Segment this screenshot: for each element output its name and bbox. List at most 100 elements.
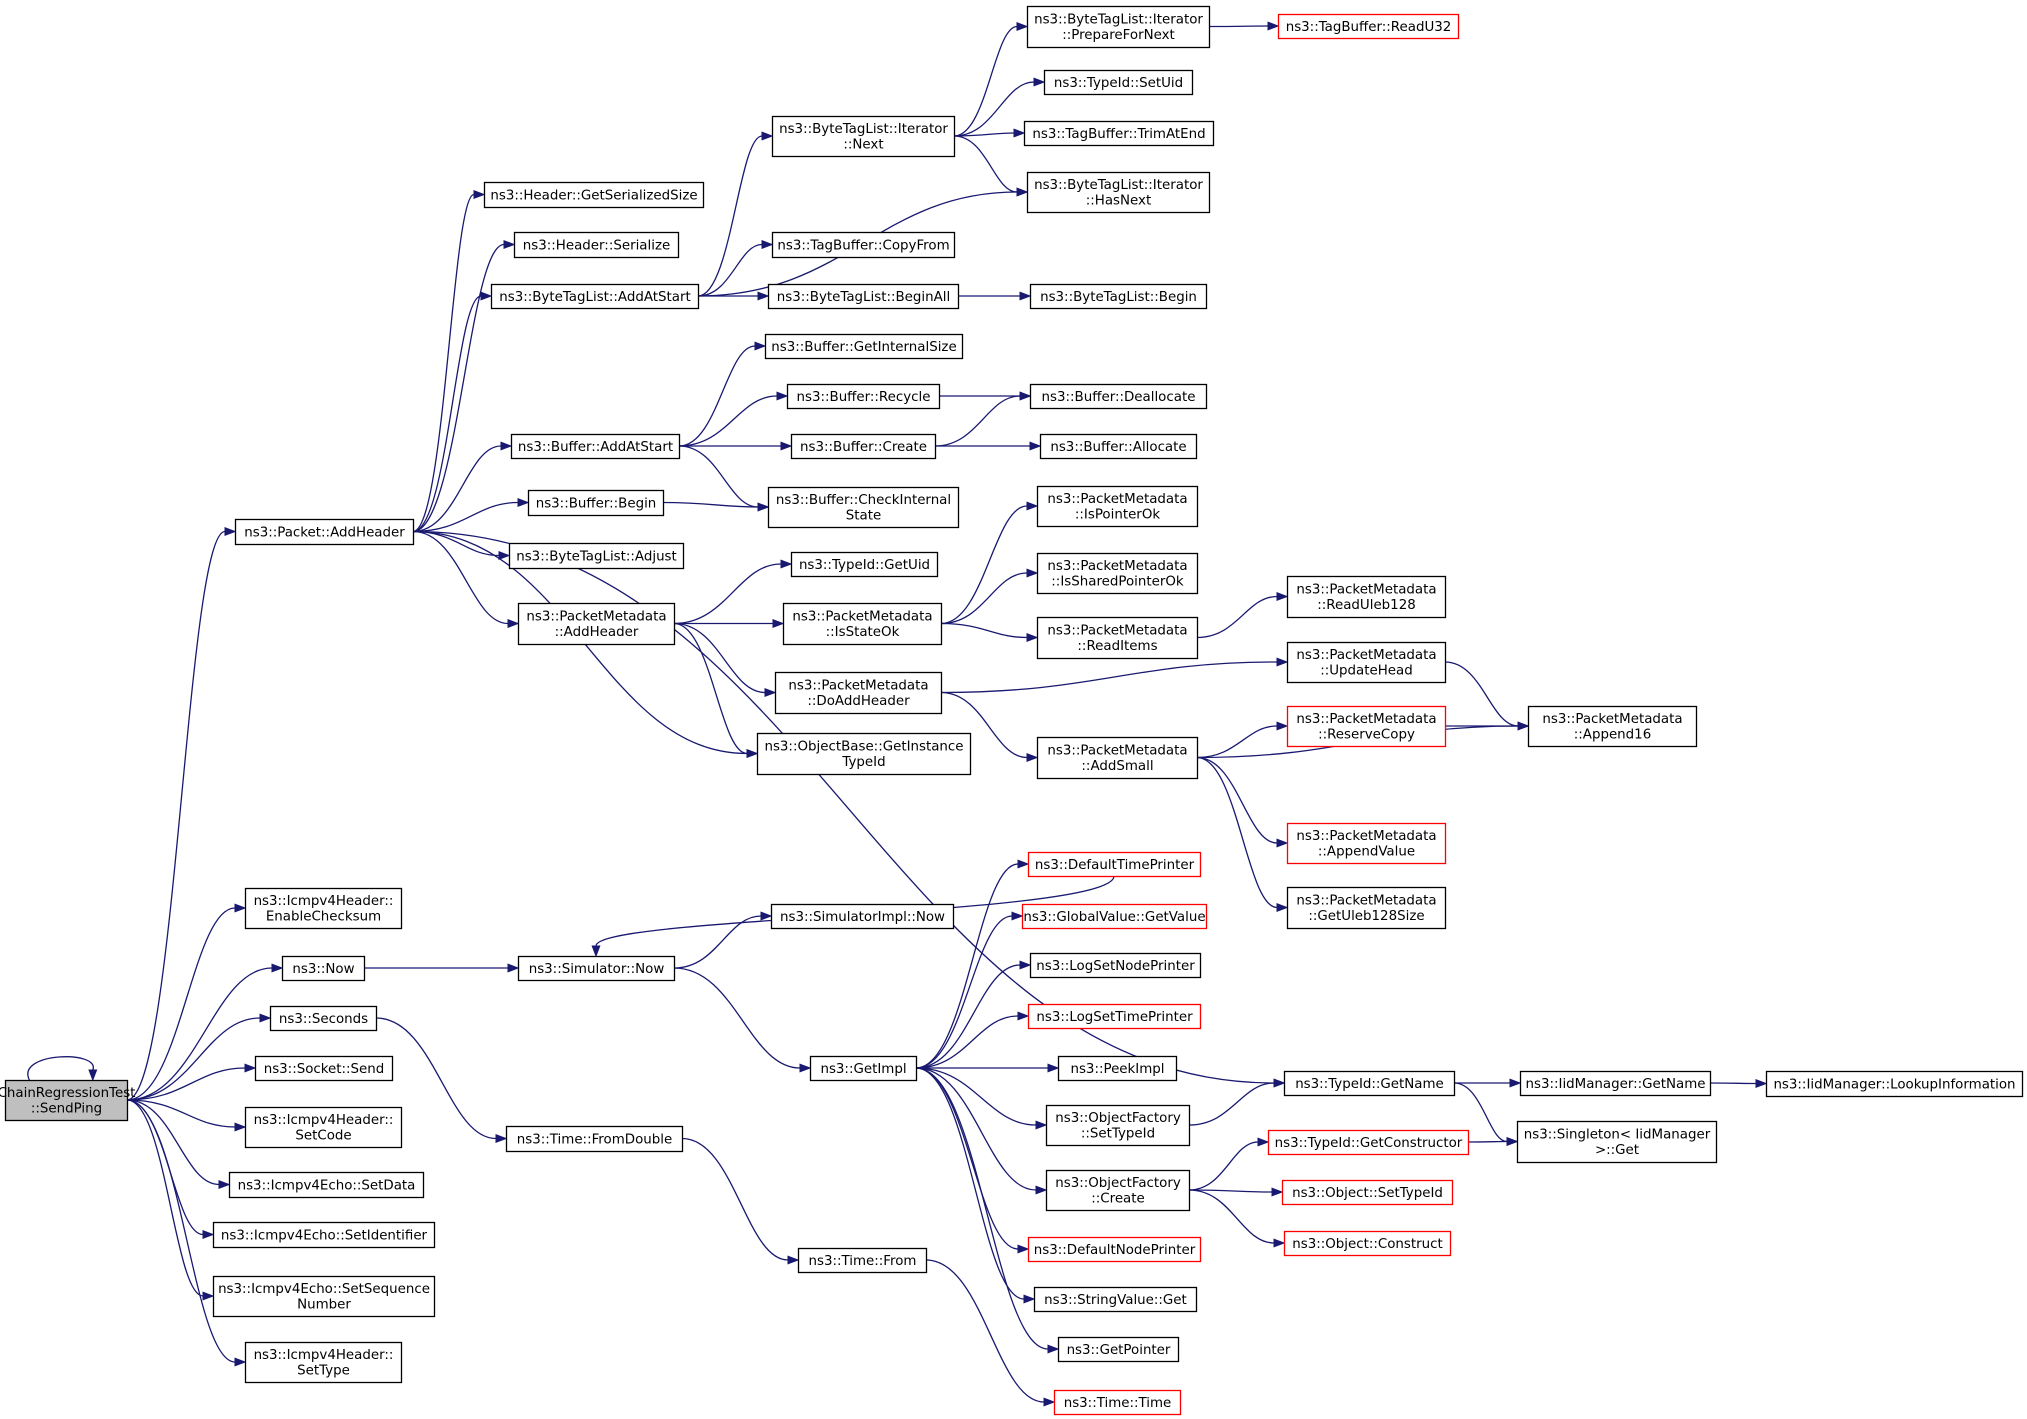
node-label: ns3::Buffer::GetInternalSize <box>771 340 956 355</box>
node-btli-next[interactable]: ns3::ByteTagList::Iterator::Next <box>771 115 956 158</box>
node-tb-copyfrom[interactable]: ns3::TagBuffer::CopyFrom <box>771 231 956 259</box>
node-socketsend[interactable]: ns3::Socket::Send <box>254 1055 394 1082</box>
node-iidmanager-lookupinformation[interactable]: ns3::IidManager::LookupInformation <box>1765 1070 2024 1098</box>
node-enablechecksum[interactable]: ns3::Icmpv4Header::EnableChecksum <box>244 887 403 930</box>
node-defaultnodeprinter[interactable]: ns3::DefaultNodePrinter <box>1027 1236 1202 1263</box>
node-logsetnodeprinter[interactable]: ns3::LogSetNodePrinter <box>1029 952 1202 979</box>
node-pm-getuleb128size[interactable]: ns3::PacketMetadata::GetUleb128Size <box>1286 886 1447 930</box>
node-buf-addatstart[interactable]: ns3::Buffer::AddAtStart <box>510 433 681 460</box>
node-pm-reservecopy[interactable]: ns3::PacketMetadata::ReserveCopy <box>1286 705 1447 748</box>
node-buf-allocate[interactable]: ns3::Buffer::Allocate <box>1039 433 1198 460</box>
node-box <box>756 732 972 776</box>
edge-addheader-to-btl-adjust-arrowhead <box>498 550 511 561</box>
node-settype[interactable]: ns3::Icmpv4Header::SetType <box>244 1341 403 1384</box>
node-time-time[interactable]: ns3::Time::Time <box>1053 1389 1182 1416</box>
node-btl-adjust[interactable]: ns3::ByteTagList::Adjust <box>508 542 685 570</box>
node-btl-beginall[interactable]: ns3::ByteTagList::BeginAll <box>767 283 960 310</box>
node-of-create[interactable]: ns3::ObjectFactory::Create <box>1045 1169 1191 1212</box>
node-label: ns3::ObjectFactory <box>1055 1111 1181 1126</box>
edge-getimpl-to-defaultnodeprinter <box>915 1067 1019 1250</box>
edge-pm-isstateok-to-pm-readitems-arrowhead <box>1026 632 1039 643</box>
node-label: ::ReadUleb128 <box>1317 598 1416 613</box>
edge-iidmanager-getname-to-iidmanager-lookupinformation <box>1709 1082 1757 1085</box>
node-globalvalue-getvalue[interactable]: ns3::GlobalValue::GetValue <box>1021 903 1208 930</box>
node-box <box>1267 1129 1470 1156</box>
node-object-settypeid[interactable]: ns3::Object::SetTypeId <box>1281 1179 1454 1206</box>
node-simimpl-now[interactable]: ns3::SimulatorImpl::Now <box>770 903 955 930</box>
node-box <box>1027 1236 1202 1263</box>
node-typeid-getuid[interactable]: ns3::TypeId::GetUid <box>790 551 939 578</box>
node-iidmanager-getname[interactable]: ns3::IidManager::GetName <box>1519 1070 1712 1097</box>
node-label: ns3::PacketMetadata <box>1296 648 1436 663</box>
node-label: ns3::Icmpv4Header:: <box>254 1348 394 1363</box>
edge-pm-updatehead-to-pm-append16 <box>1444 661 1519 727</box>
node-buf-create[interactable]: ns3::Buffer::Create <box>790 433 937 460</box>
node-buf-getinternalsize[interactable]: ns3::Buffer::GetInternalSize <box>764 333 964 360</box>
node-box <box>1039 433 1198 460</box>
edge-root-to-setsequence-arrowhead <box>202 1291 215 1301</box>
node-getimpl[interactable]: ns3::GetImpl <box>809 1055 918 1082</box>
node-label: ns3::ByteTagList::Iterator <box>1034 178 1203 193</box>
node-label: >::Get <box>1595 1143 1639 1158</box>
node-label: Number <box>297 1298 351 1313</box>
node-typeid-getconstructor[interactable]: ns3::TypeId::GetConstructor <box>1267 1129 1470 1156</box>
node-pm-append16[interactable]: ns3::PacketMetadata::Append16 <box>1527 705 1698 748</box>
edge-pm-reservecopy-to-pm-append16-arrowhead <box>1517 721 1530 731</box>
node-buf-recycle[interactable]: ns3::Buffer::Recycle <box>786 383 941 410</box>
node-btl-begin[interactable]: ns3::ByteTagList::Begin <box>1029 283 1208 310</box>
node-pm-readuleb128[interactable]: ns3::PacketMetadata::ReadUleb128 <box>1286 575 1447 619</box>
node-tb-readu32[interactable]: ns3::TagBuffer::ReadU32 <box>1277 13 1460 40</box>
edge-addheader-to-serialize-arrowhead <box>503 239 516 250</box>
node-pm-addheader[interactable]: ns3::PacketMetadata::AddHeader <box>517 602 676 646</box>
edge-of-create-to-object-settypeid <box>1188 1189 1273 1193</box>
node-buf-begin[interactable]: ns3::Buffer::Begin <box>527 489 665 517</box>
node-tb-trimatend[interactable]: ns3::TagBuffer::TrimAtEnd <box>1023 120 1215 147</box>
node-time-from[interactable]: ns3::Time::From <box>797 1247 928 1274</box>
node-typeid-setuid[interactable]: ns3::TypeId::SetUid <box>1043 69 1194 96</box>
edge-pm-addsmall-to-pm-getuleb128size <box>1196 756 1278 909</box>
node-pm-updatehead[interactable]: ns3::PacketMetadata::UpdateHead <box>1286 641 1447 684</box>
node-seconds[interactable]: ns3::Seconds <box>269 1005 378 1032</box>
node-getserializedsize[interactable]: ns3::Header::GetSerializedSize <box>483 181 705 209</box>
node-pm-isstateok[interactable]: ns3::PacketMetadata::IsStateOk <box>782 602 943 646</box>
node-of-settypeid[interactable]: ns3::ObjectFactory::SetTypeId <box>1045 1104 1191 1147</box>
node-btli-preparefornext[interactable]: ns3::ByteTagList::Iterator::PrepareForNe… <box>1026 5 1211 49</box>
node-serialize[interactable]: ns3::Header::Serialize <box>513 231 680 259</box>
node-pm-issharedpointerok[interactable]: ns3::PacketMetadata::IsSharedPointerOk <box>1036 552 1199 595</box>
node-btl-addatstart[interactable]: ns3::ByteTagList::AddAtStart <box>490 283 700 310</box>
node-object-construct[interactable]: ns3::Object::Construct <box>1283 1230 1452 1257</box>
node-pm-addsmall[interactable]: ns3::PacketMetadata::AddSmall <box>1036 736 1199 780</box>
node-sim-now[interactable]: ns3::Simulator::Now <box>517 955 676 982</box>
node-label: ns3::Object::Construct <box>1292 1237 1443 1252</box>
node-label: EnableChecksum <box>266 910 381 925</box>
node-logsettimeprinter[interactable]: ns3::LogSetTimePrinter <box>1027 1003 1202 1030</box>
node-getpointer[interactable]: ns3::GetPointer <box>1057 1336 1180 1363</box>
node-singleton-get[interactable]: ns3::Singleton< IidManager>::Get <box>1516 1120 1718 1164</box>
node-pm-ispointerok[interactable]: ns3::PacketMetadata::IsPointerOk <box>1036 485 1199 528</box>
node-now[interactable]: ns3::Now <box>281 955 366 982</box>
node-pm-readitems[interactable]: ns3::PacketMetadata::ReadItems <box>1036 616 1199 660</box>
node-defaulttimeprinter[interactable]: ns3::DefaultTimePrinter <box>1027 851 1202 878</box>
node-buf-deallocate[interactable]: ns3::Buffer::Deallocate <box>1029 383 1208 410</box>
node-addheader[interactable]: ns3::Packet::AddHeader <box>234 518 415 546</box>
node-box <box>1053 1389 1182 1416</box>
node-label: ns3::PacketMetadata <box>1047 624 1187 639</box>
node-peekimpl[interactable]: ns3::PeekImpl <box>1057 1055 1178 1082</box>
node-root[interactable]: ChainRegressionTest::SendPing <box>0 1079 135 1122</box>
node-setdata[interactable]: ns3::Icmpv4Echo::SetData <box>228 1171 425 1199</box>
node-label: ns3::DefaultTimePrinter <box>1035 858 1195 873</box>
node-btli-hasnext[interactable]: ns3::ByteTagList::Iterator::HasNext <box>1026 171 1211 214</box>
edge-getimpl-to-globalvalue-getvalue <box>915 915 1013 1069</box>
node-setcode[interactable]: ns3::Icmpv4Header::SetCode <box>244 1106 403 1149</box>
node-pm-appendvalue[interactable]: ns3::PacketMetadata::AppendValue <box>1286 822 1447 865</box>
node-time-fromdouble[interactable]: ns3::Time::FromDouble <box>505 1125 684 1153</box>
node-setidentifier[interactable]: ns3::Icmpv4Echo::SetIdentifier <box>212 1221 436 1249</box>
node-label: ns3::TagBuffer::ReadU32 <box>1286 20 1452 35</box>
node-typeid-getname[interactable]: ns3::TypeId::GetName <box>1283 1070 1456 1097</box>
node-pm-doaddheader[interactable]: ns3::PacketMetadata::DoAddHeader <box>774 671 943 715</box>
node-box <box>254 1055 394 1082</box>
node-stringvalue-get[interactable]: ns3::StringValue::Get <box>1033 1286 1198 1313</box>
